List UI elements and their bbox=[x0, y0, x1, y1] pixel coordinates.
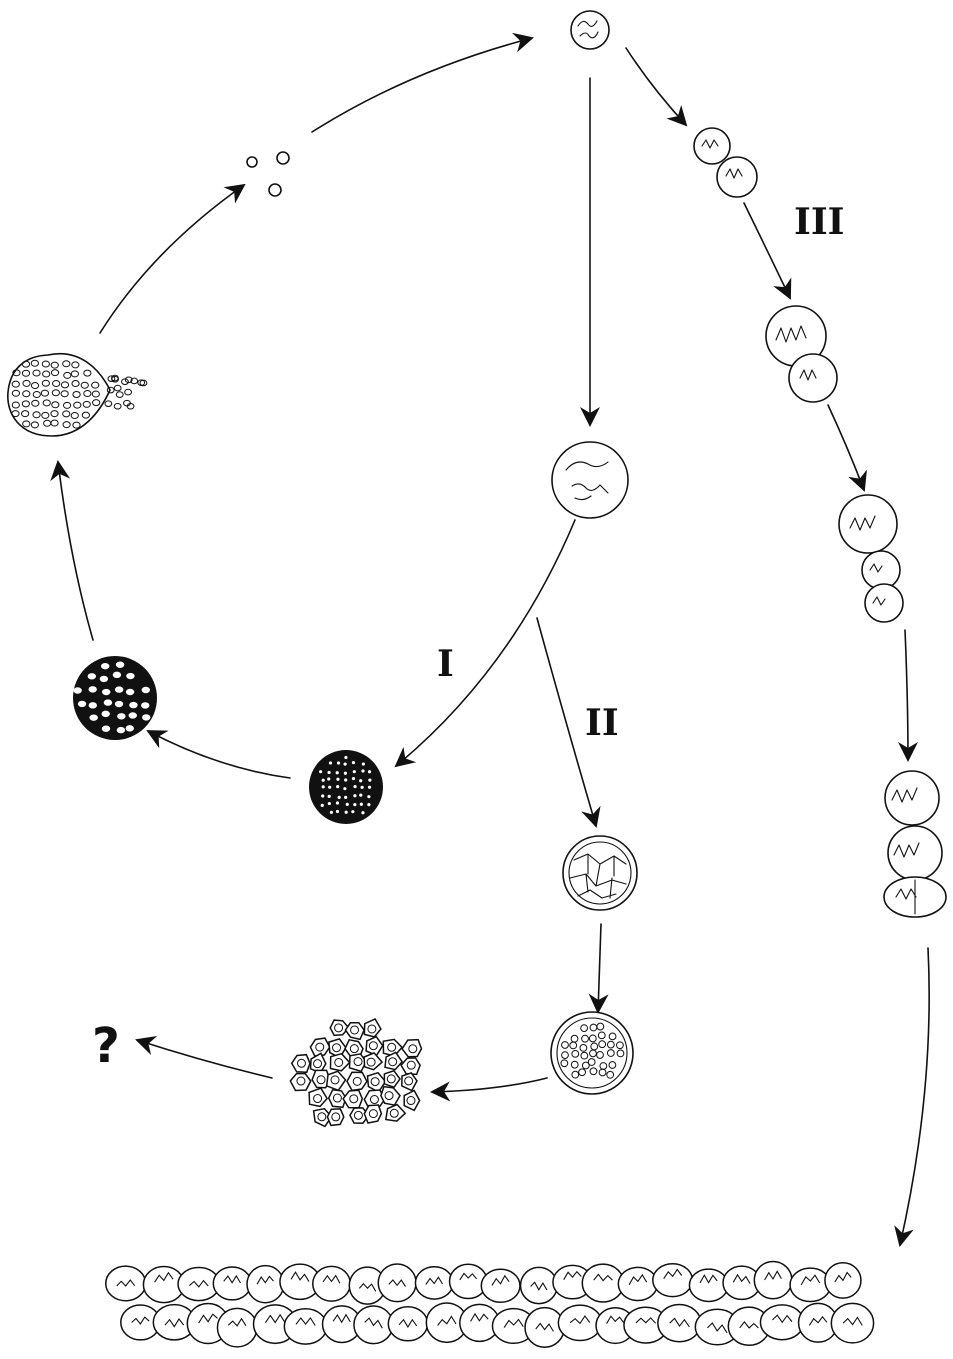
arrow-sphere-to-cluster bbox=[588, 923, 609, 1014]
tissue-sheet bbox=[105, 1260, 875, 1348]
releasing-sporangium bbox=[7, 352, 148, 437]
pathway-label-II: II bbox=[585, 702, 619, 744]
arrow-path-II bbox=[536, 617, 601, 828]
pathway-label-III: III bbox=[794, 201, 845, 243]
arrow-pair2-to-triple bbox=[827, 404, 867, 492]
triple-cells bbox=[838, 494, 904, 623]
arrow-release-to-spores bbox=[99, 183, 246, 334]
pair-cells-large bbox=[765, 305, 838, 403]
arrow-sporangium-to-release bbox=[50, 460, 94, 641]
arrow-top-to-pair bbox=[625, 47, 688, 127]
pair-cells bbox=[693, 127, 758, 198]
dark-sporangium bbox=[73, 656, 157, 740]
arrow-cluster-to-mass bbox=[430, 1077, 548, 1102]
arrow-stack-to-sheet bbox=[894, 947, 930, 1247]
stacked-cells bbox=[883, 770, 947, 918]
arrow-path-I bbox=[394, 519, 576, 768]
arrow-triple-to-stack bbox=[897, 629, 918, 762]
arrow-dark-to-sporangium bbox=[146, 730, 291, 779]
top-cell bbox=[570, 10, 610, 50]
arrow-mass-to-unknown bbox=[135, 1036, 273, 1079]
partitioned-sphere bbox=[562, 835, 638, 911]
pathway-label-I: I bbox=[437, 643, 454, 685]
large-cell bbox=[551, 441, 629, 519]
arrow-spores-to-top-cell bbox=[311, 32, 534, 133]
dark-cell bbox=[309, 750, 383, 824]
spores bbox=[246, 151, 290, 197]
cluster-sphere bbox=[550, 1011, 634, 1095]
unknown-fate-label: ? bbox=[92, 1018, 120, 1074]
arrows bbox=[50, 32, 930, 1247]
irregular-mass bbox=[289, 1018, 423, 1128]
arrow-pair-to-pair2 bbox=[743, 202, 792, 300]
